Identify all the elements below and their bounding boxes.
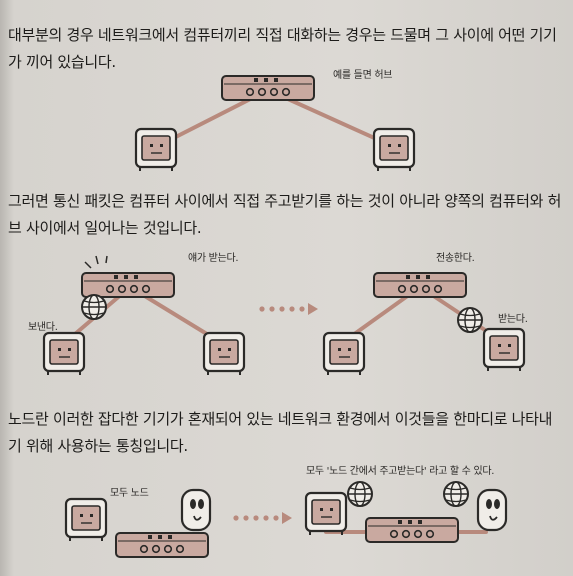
hub-icon [373,272,467,298]
annotation-all-nodes: 모두 노드 [110,488,149,499]
hub-icon [115,532,209,558]
hub-icon [81,272,175,298]
computer-icon [202,331,246,377]
diagram-hub-between-computers [134,75,416,173]
diagram-all-nodes [64,488,212,558]
annotation-hub-receives: 얘가 받는다. [188,253,239,264]
computer-icon [322,331,366,377]
annotation-pc-receives: 받는다. [498,314,528,325]
dotted-arrow-icon [233,512,292,524]
annotation-all-exchange: 모두 '노드 간에서 주고받는다' 라고 할 수 있다. [306,466,495,477]
globe-icon [81,294,107,320]
computer-icon [42,331,86,377]
annotation-hub-example: 예를 들면 허브 [333,70,393,81]
diagram-send-to-hub [42,255,246,377]
computer-icon [134,127,178,173]
excitement-marks [84,255,108,269]
hub-icon [365,517,459,543]
annotation-pc-sends: 보낸다. [28,322,58,333]
globe-icon [457,307,483,333]
computer-icon [372,127,416,173]
globe-icon [347,481,373,507]
paragraph-intro: 대부분의 경우 네트워크에서 컴퓨터끼리 직접 대화하는 경우는 드물며 그 사… [8,26,557,71]
annotation-hub-forwards: 전송한다. [436,253,475,264]
diagram-hub-forwards [322,272,526,377]
speaker-icon [476,488,508,532]
hub-icon [221,75,315,101]
paragraph-packets: 그러면 통신 패킷은 컴퓨터 사이에서 직접 주고받기를 하는 것이 아니라 양… [8,192,562,237]
diagram-node-exchange [304,481,508,543]
speaker-icon [180,488,212,532]
computer-icon [482,327,526,373]
dotted-arrow-icon [259,303,318,315]
globe-icon [443,481,469,507]
computer-icon [64,497,108,543]
computer-icon [304,491,348,537]
paragraph-node-definition: 노드란 이러한 잡다한 기기가 혼재되어 있는 네트워크 환경에서 이것들을 한… [8,410,553,455]
